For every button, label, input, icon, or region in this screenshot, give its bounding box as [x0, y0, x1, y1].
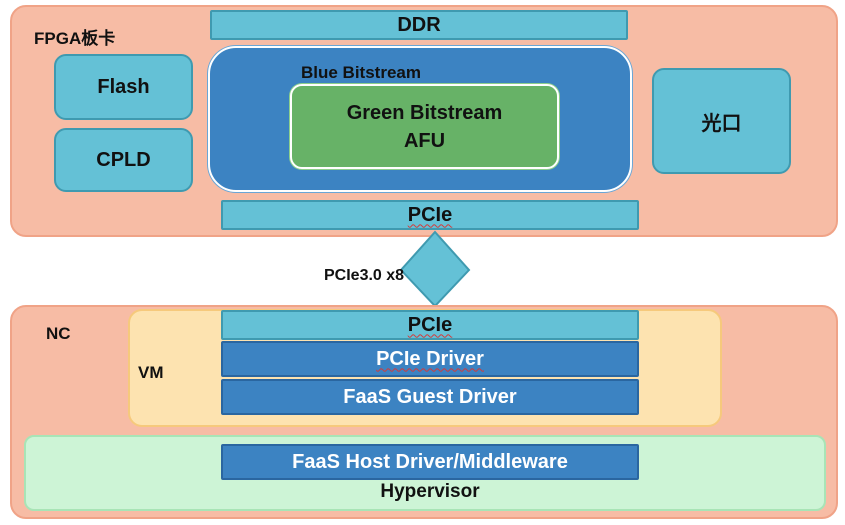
ddr-block: DDR	[210, 10, 628, 40]
green-bitstream-label: Green Bitstream	[346, 101, 503, 124]
flash-block: Flash	[54, 54, 193, 120]
fpga-pcie-label: PCIe	[407, 203, 453, 226]
afu-label: AFU	[403, 129, 446, 152]
green-bitstream-afu: Green Bitstream AFU	[290, 84, 559, 169]
blue-bitstream-label: Blue Bitstream	[301, 63, 421, 82]
fpga-board-title: FPGA板卡	[34, 29, 116, 48]
nc-title: NC	[46, 324, 71, 343]
hypervisor-label: Hypervisor	[380, 481, 480, 502]
optical-port-block: 光口	[652, 68, 791, 174]
faas-guest-driver-block: FaaS Guest Driver	[221, 379, 639, 415]
pcie-driver-label: PCIe Driver	[376, 347, 484, 370]
fpga-pcie-block: PCIe	[221, 200, 639, 230]
pcie-link-diamond	[399, 230, 471, 308]
cpld-block: CPLD	[54, 128, 193, 192]
pcie-driver-block: PCIe Driver	[221, 341, 639, 377]
faas-host-driver-block: FaaS Host Driver/Middleware	[221, 444, 639, 480]
vm-label: VM	[138, 363, 164, 382]
vm-pcie-label: PCIe	[407, 313, 453, 336]
pcie-link-label: PCIe3.0 x8	[324, 267, 405, 284]
vm-pcie-block: PCIe	[221, 310, 639, 340]
